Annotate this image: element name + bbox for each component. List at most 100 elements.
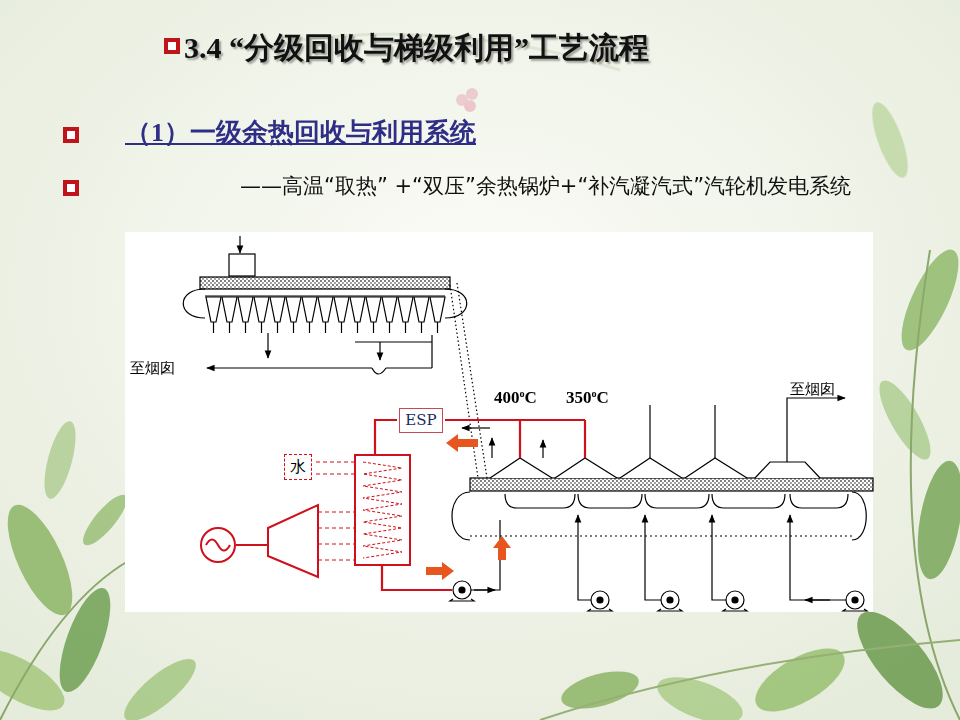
esp-box: ESP <box>399 408 443 433</box>
annular-cooler-part-part <box>661 591 679 609</box>
leaf-part <box>0 638 73 720</box>
annular-cooler <box>450 398 873 611</box>
upper-cooler-part <box>431 335 432 368</box>
upper-cooler-part-part <box>270 297 285 322</box>
flower-part <box>466 88 478 100</box>
upper-cooler-part <box>355 341 432 342</box>
upper-cooler-part <box>445 289 467 318</box>
upper-cooler-part-part <box>229 322 230 333</box>
bullet-square-part <box>63 180 79 196</box>
gas-duct-part <box>445 419 585 421</box>
slide-title: 3.4 “分级回收与梯级利用”工艺流程 <box>157 26 717 70</box>
flow-arrow <box>426 434 511 580</box>
leaf-part <box>116 650 204 720</box>
leaf-part <box>77 489 133 551</box>
flow-arrow-part <box>446 434 478 452</box>
upper-cooler-part <box>229 254 255 276</box>
annular-cooler-part-part <box>597 597 603 603</box>
leaf-part <box>0 560 130 720</box>
upper-cooler-part <box>239 236 240 253</box>
annular-cooler-part-part <box>453 581 471 599</box>
annular-cooler-part <box>620 458 682 478</box>
upper-cooler-part-part <box>414 297 429 322</box>
upper-cooler-part <box>379 342 380 360</box>
figure-panel <box>125 232 873 612</box>
annular-cooler-part <box>649 405 650 458</box>
steam-line-part <box>316 474 355 475</box>
steam-line-part <box>318 512 355 513</box>
bullet-square-part <box>63 127 79 143</box>
bullet-square-part <box>67 184 75 192</box>
bullet-square-part <box>168 42 176 50</box>
upper-cooler-part-part <box>206 297 221 322</box>
annular-cooler-part <box>490 458 552 478</box>
steam-line-part <box>316 462 355 463</box>
waste-heat-boiler-part <box>355 455 410 565</box>
steam-turbine <box>236 505 318 577</box>
annular-cooler-part-part <box>726 591 744 609</box>
generator-symbol <box>201 528 235 562</box>
annular-cooler-part <box>645 515 661 600</box>
upper-cooler-part <box>386 367 432 368</box>
annular-cooler-part <box>790 515 846 600</box>
waste-heat-boiler-part <box>363 462 402 558</box>
upper-cooler-part-part <box>254 297 269 322</box>
annular-cooler-part-part <box>667 597 673 603</box>
annular-cooler-part-part <box>732 597 738 603</box>
bullet-square-part <box>164 38 180 54</box>
annular-cooler-part-part <box>459 587 465 593</box>
gas-duct-part <box>375 420 397 455</box>
leaf-part <box>38 418 82 501</box>
upper-cooler-part <box>457 283 487 478</box>
steam-line-part <box>318 544 355 545</box>
upper-cooler-part-part <box>405 322 406 333</box>
annular-cooler-part <box>852 492 866 540</box>
generator-symbol-part <box>201 528 235 562</box>
leaf-part <box>652 668 749 720</box>
box-text: 水 <box>290 458 306 476</box>
annular-cooler-part <box>578 515 591 600</box>
section-heading: （1）一级余热回收与利用系统 <box>125 117 685 148</box>
upper-cooler-part-part <box>437 322 438 333</box>
leaf-part <box>557 664 643 716</box>
leaf-part <box>870 374 939 466</box>
annular-cooler-part <box>452 492 470 540</box>
upper-cooler-part-part <box>222 297 237 322</box>
upper-cooler-part-part <box>373 322 374 333</box>
leaf-part <box>49 582 120 698</box>
upper-cooler-part-part <box>430 297 445 322</box>
upper-cooler-part-part <box>213 322 214 333</box>
annular-cooler-part-part <box>790 494 848 508</box>
leaf <box>0 98 960 720</box>
temperature-label: 350oC <box>566 388 609 408</box>
annular-cooler-part-part <box>578 494 642 508</box>
annular-cooler-part-part <box>852 597 858 603</box>
upper-cooler-part-part <box>334 297 349 322</box>
upper-cooler-part <box>372 368 386 374</box>
bullet-square-part <box>67 131 75 139</box>
leaf-part <box>843 599 957 720</box>
steam-line <box>316 462 355 560</box>
steam-line-part <box>318 528 355 529</box>
annular-cooler-part <box>755 462 820 478</box>
upper-cooler-part-part <box>350 297 365 322</box>
annular-cooler-part <box>491 438 492 458</box>
upper-cooler-part-part <box>286 297 301 322</box>
flow-arrow-part <box>493 536 511 560</box>
leaf-part <box>910 457 960 582</box>
annular-cooler-part <box>714 405 715 458</box>
annular-cooler-part <box>712 515 726 600</box>
temperature-label: 400oC <box>494 388 537 408</box>
upper-cooler-part-part <box>366 297 381 322</box>
leaf-part <box>890 243 960 358</box>
upper-cooler-part-part <box>245 322 246 333</box>
gas-duct-part <box>584 420 586 458</box>
upper-cooler-part-part <box>325 322 326 333</box>
annular-cooler-part-part <box>712 494 785 508</box>
upper-cooler-part <box>183 289 205 318</box>
annular-cooler-part-part <box>846 591 864 609</box>
leaf-part <box>911 250 960 720</box>
flower-part <box>464 100 476 112</box>
flow-arrow-part <box>426 562 454 580</box>
